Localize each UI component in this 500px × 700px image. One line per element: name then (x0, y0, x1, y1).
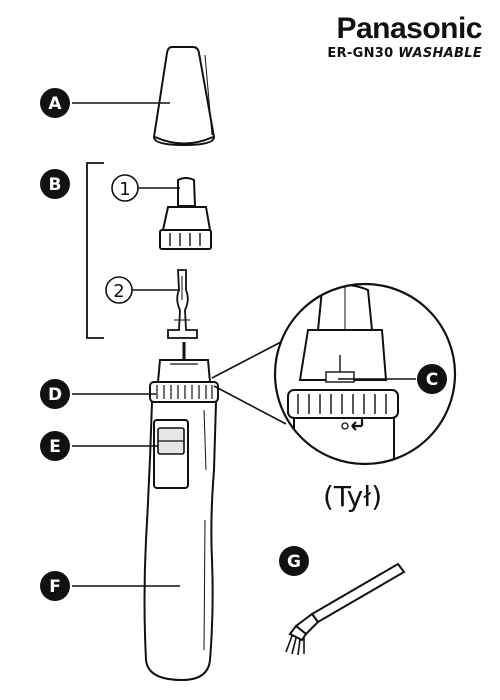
brand-header: Panasonic ER-GN30 WASHABLE (327, 12, 482, 62)
badge-e: E (40, 431, 70, 461)
detail-caption: (Tył) (323, 480, 383, 513)
badge-g: G (279, 546, 309, 576)
badge-g-letter: G (287, 552, 301, 572)
model-line: ER-GN30 WASHABLE (327, 46, 482, 61)
badge-a-letter: A (48, 94, 62, 114)
sub-label-1: 1 (111, 174, 139, 202)
badge-c-letter: C (426, 370, 438, 390)
rear-detail (211, 282, 457, 466)
bracket-b (86, 162, 104, 339)
trimmer-head-part (159, 177, 212, 250)
dot-symbol (341, 422, 349, 430)
badge-c: C (417, 364, 447, 394)
badge-d-letter: D (48, 385, 62, 405)
model-suffix: WASHABLE (398, 46, 482, 61)
badge-a: A (40, 88, 70, 118)
badge-f: F (40, 571, 70, 601)
badge-f-letter: F (49, 577, 61, 597)
sub-label-1-text: 1 (119, 179, 130, 200)
cap-part (152, 46, 216, 147)
brand-name: Panasonic (336, 12, 482, 45)
badge-e-letter: E (49, 437, 61, 457)
badge-b-letter: B (49, 175, 62, 195)
sub-label-2-text: 2 (113, 281, 124, 302)
inner-blade-part (167, 269, 198, 339)
model-number: ER-GN30 (327, 46, 394, 61)
arrow-symbol (351, 418, 364, 431)
cleaning-brush (285, 562, 406, 656)
badge-b: B (40, 169, 70, 199)
trimmer-body (143, 342, 219, 682)
badge-d: D (40, 379, 70, 409)
sub-label-2: 2 (105, 276, 133, 304)
